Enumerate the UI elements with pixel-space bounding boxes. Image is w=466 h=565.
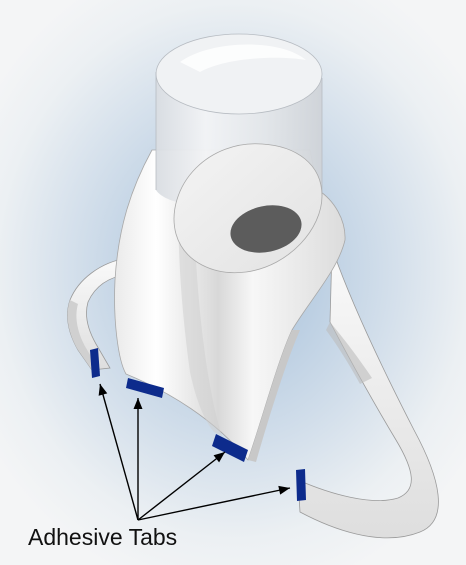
arrowhead-2 bbox=[134, 398, 143, 409]
arrow-to-right-strap-tab bbox=[138, 488, 290, 520]
caption-adhesive-tabs: Adhesive Tabs bbox=[28, 526, 177, 549]
arrowhead-3 bbox=[214, 452, 225, 462]
arrow-to-left-strap-tab bbox=[100, 384, 138, 520]
arrowhead-4 bbox=[278, 486, 290, 495]
arrow-to-body-right-tab bbox=[138, 452, 225, 520]
adhesive-tab-right-strap bbox=[296, 469, 306, 501]
arrowhead-1 bbox=[99, 384, 108, 396]
right-strap bbox=[298, 248, 438, 538]
